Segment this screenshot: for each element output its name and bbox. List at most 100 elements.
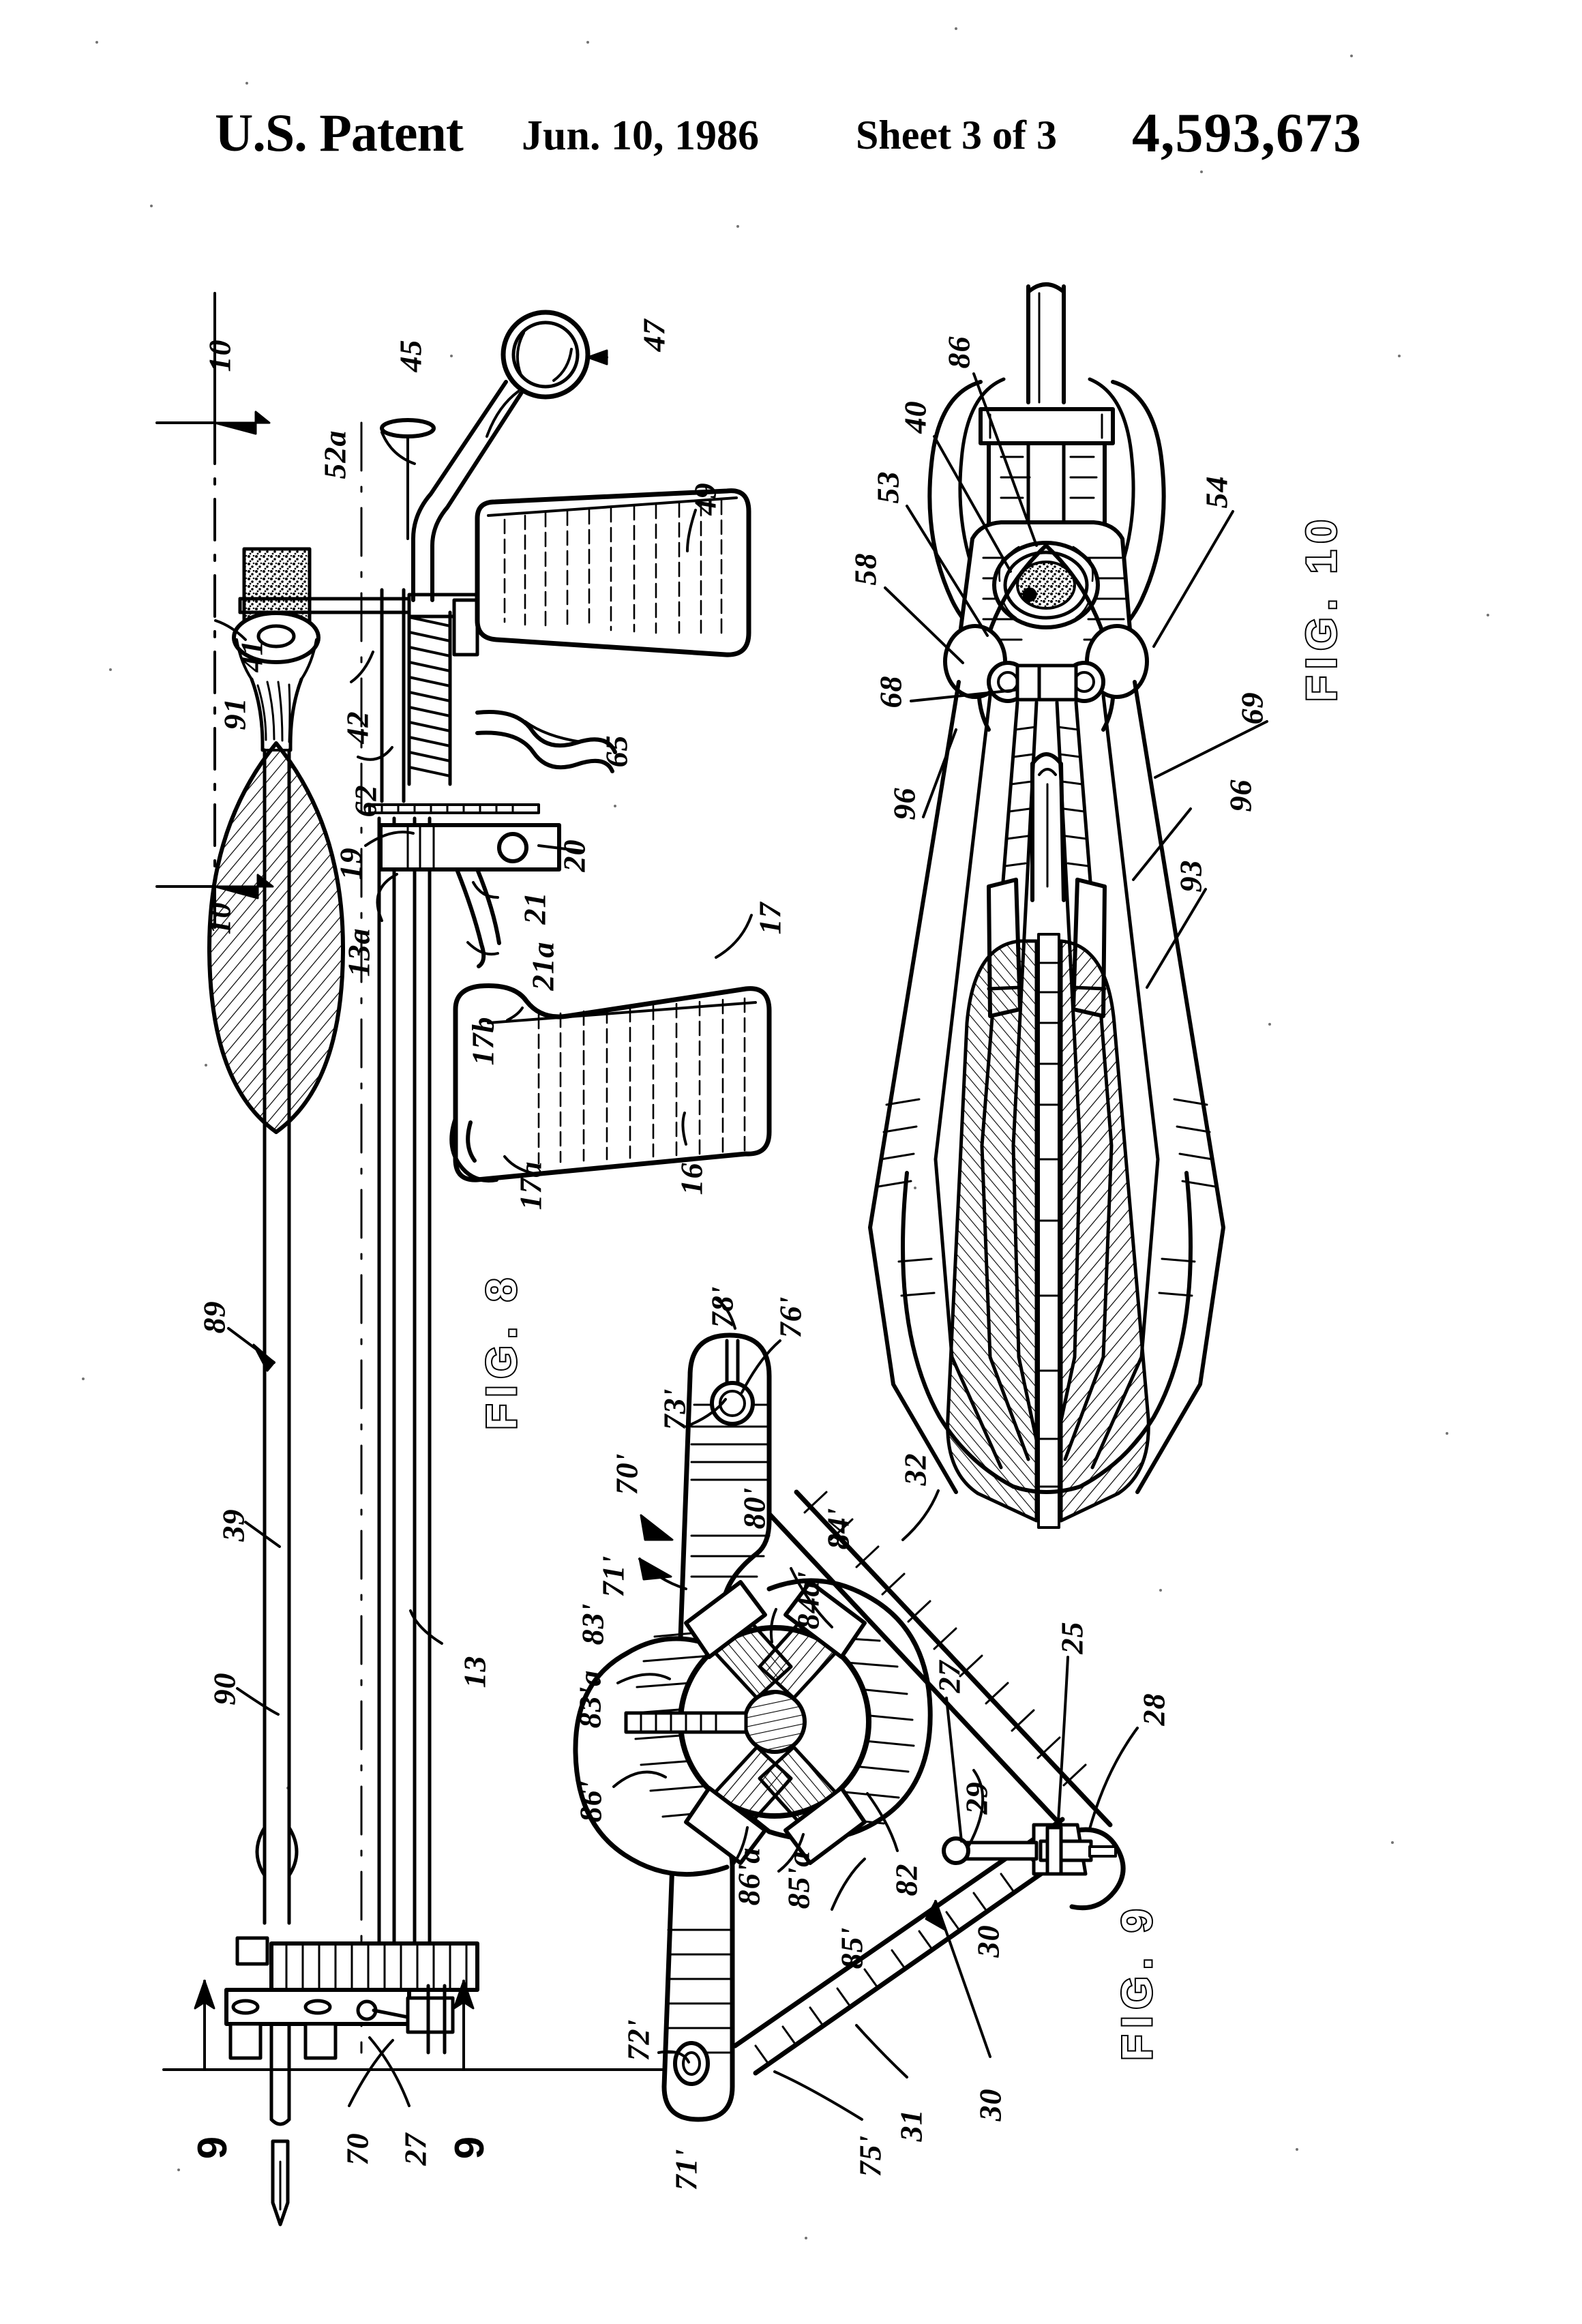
- sheet-number: Sheet 3 of 3: [856, 113, 1057, 158]
- ref-numeral-fig9-70p: 70': [609, 1452, 644, 1495]
- paper-speck: [95, 41, 98, 44]
- ref-numeral-fig10-69: 69: [1234, 691, 1270, 725]
- paper-speck: [736, 225, 739, 228]
- paper-speck: [109, 668, 112, 671]
- ref-numeral-fig9-71p: 71': [595, 1555, 631, 1598]
- ref-numeral-fig9-30: 30: [970, 1924, 1006, 1958]
- ref-numeral-fig9-83p: 83': [575, 1603, 610, 1645]
- ref-numeral-fig8-10: 10: [202, 902, 237, 935]
- figure-caption-fig10: FIG. 10: [1297, 511, 1347, 703]
- ref-numeral-fig8-65: 65: [599, 734, 634, 768]
- ref-numeral-fig9-76p: 76': [773, 1296, 808, 1339]
- ref-numeral-fig9-85p: 85': [834, 1926, 869, 1969]
- ref-numeral-fig8-45: 45: [393, 339, 428, 372]
- ref-numeral-fig9-86pa: 86'a: [731, 1847, 766, 1906]
- ref-numeral-fig9-84ap: 84a': [790, 1570, 826, 1630]
- paper-speck: [614, 805, 616, 807]
- ref-numeral-fig9-83pa: 83'a: [572, 1669, 608, 1729]
- ref-numeral-fig9-27: 27: [931, 1660, 967, 1693]
- paper-speck: [177, 2169, 180, 2171]
- paper-speck: [1159, 1589, 1162, 1592]
- ref-numeral-fig8-70: 70: [340, 2132, 375, 2166]
- paper-speck: [1398, 355, 1401, 357]
- paper-speck: [1391, 1841, 1394, 1844]
- paper-speck: [1200, 170, 1203, 173]
- ref-numeral-fig9-25: 25: [1054, 1621, 1090, 1654]
- ref-numeral-fig8-17: 17: [752, 902, 788, 935]
- ref-numeral-fig10-86: 86: [941, 336, 976, 369]
- fig10-drawing: [868, 282, 1268, 1529]
- paper-speck: [914, 1187, 916, 1189]
- ref-numeral-fig8-21: 21: [517, 891, 552, 925]
- ref-numeral-fig9-82: 82: [889, 1863, 924, 1896]
- ref-numeral-fig8-20: 20: [556, 839, 592, 872]
- ref-numeral-fig9-86p: 86': [573, 1780, 608, 1823]
- ref-numeral-fig9-84p: 84': [820, 1507, 856, 1550]
- paper-speck: [955, 27, 957, 30]
- ref-numeral-fig8-49: 49: [687, 482, 723, 516]
- ref-numeral-fig8-19: 19: [333, 847, 368, 880]
- section-marker-9: 9: [190, 2136, 236, 2160]
- ref-numeral-fig8-42: 42: [340, 711, 375, 744]
- paper-speck: [1446, 1432, 1448, 1435]
- ref-numeral-fig8-27: 27: [398, 2132, 433, 2166]
- figure-caption-fig9: FIG. 9: [1113, 1901, 1163, 2061]
- ref-numeral-fig8-17a: 17a: [513, 1161, 548, 1210]
- ref-numeral-fig8-91: 91: [217, 697, 252, 730]
- paper-speck: [245, 82, 248, 85]
- paper-speck: [150, 205, 153, 207]
- ref-numeral-fig8-13a: 13a: [341, 927, 376, 977]
- patent-number: 4,593,673: [1132, 102, 1362, 164]
- figure-caption-fig8: FIG. 8: [477, 1270, 527, 1431]
- ref-numeral-fig9-71p: 71': [668, 2148, 704, 2191]
- paper-speck: [286, 1787, 289, 1789]
- ref-numeral-fig10-93: 93: [1173, 859, 1208, 893]
- ref-numeral-fig9-30: 30: [972, 2088, 1008, 2121]
- ref-numeral-fig10-58: 58: [848, 552, 883, 586]
- patent-office-label: U.S. Patent: [215, 103, 464, 162]
- ref-numeral-fig9-72p: 72': [621, 2018, 656, 2061]
- paper-speck: [205, 1064, 207, 1067]
- patent-header: U.S. Patent Jun. 10, 1986 Sheet 3 of 3 4…: [0, 102, 1582, 184]
- ref-numeral-fig9-32: 32: [897, 1452, 933, 1486]
- ref-numeral-fig8-47: 47: [636, 318, 672, 352]
- ref-numeral-fig9-85pa: 85'a: [781, 1850, 816, 1909]
- ref-numeral-fig8-89: 89: [196, 1300, 232, 1334]
- ref-numeral-fig8-21a: 21a: [525, 941, 561, 991]
- ref-numeral-fig8-41: 41: [234, 639, 269, 672]
- ref-numeral-fig8-52a: 52a: [317, 430, 353, 479]
- ref-numeral-fig9-29: 29: [959, 1781, 994, 1815]
- ref-numeral-fig10-96: 96: [1223, 779, 1258, 812]
- ref-numeral-fig8-90: 90: [207, 1672, 242, 1705]
- paper-speck: [1296, 2148, 1298, 2151]
- ref-numeral-fig9-28: 28: [1136, 1693, 1171, 1726]
- paper-speck: [1487, 614, 1489, 616]
- fig9-drawing: [573, 1297, 1139, 2122]
- ref-numeral-fig10-40: 40: [897, 400, 933, 434]
- paper-speck: [1350, 55, 1353, 57]
- ref-numeral-fig8-39: 39: [215, 1508, 251, 1542]
- section-marker-9: 9: [447, 2136, 493, 2160]
- ref-numeral-fig10-68: 68: [873, 675, 908, 709]
- ref-numeral-fig10-54: 54: [1199, 475, 1234, 509]
- ref-numeral-fig10-53: 53: [870, 471, 906, 504]
- ref-numeral-fig9-78p: 78': [704, 1285, 740, 1328]
- paper-speck: [1268, 1023, 1271, 1026]
- ref-numeral-fig10-96: 96: [886, 787, 922, 820]
- ref-numeral-fig9-75p: 75': [852, 2134, 888, 2177]
- ref-numeral-fig9-80p: 80': [736, 1487, 772, 1530]
- ref-numeral-fig8-10: 10: [202, 339, 237, 372]
- ref-numeral-fig9-31: 31: [893, 2109, 929, 2142]
- paper-speck: [805, 2237, 807, 2239]
- ref-numeral-fig8-13: 13: [457, 1655, 492, 1688]
- paper-speck: [1036, 1398, 1039, 1401]
- paper-speck: [450, 355, 453, 357]
- ref-numeral-fig9-73p: 73': [657, 1388, 692, 1431]
- paper-speck: [82, 1377, 85, 1380]
- fig8-drawing: [155, 292, 772, 2226]
- ref-numeral-fig8-16: 16: [674, 1162, 709, 1195]
- ref-numeral-fig8-62: 62: [348, 784, 383, 818]
- ref-numeral-fig8-17b: 17b: [465, 1016, 501, 1066]
- paper-speck: [586, 41, 589, 44]
- patent-date: Jun. 10, 1986: [522, 113, 759, 159]
